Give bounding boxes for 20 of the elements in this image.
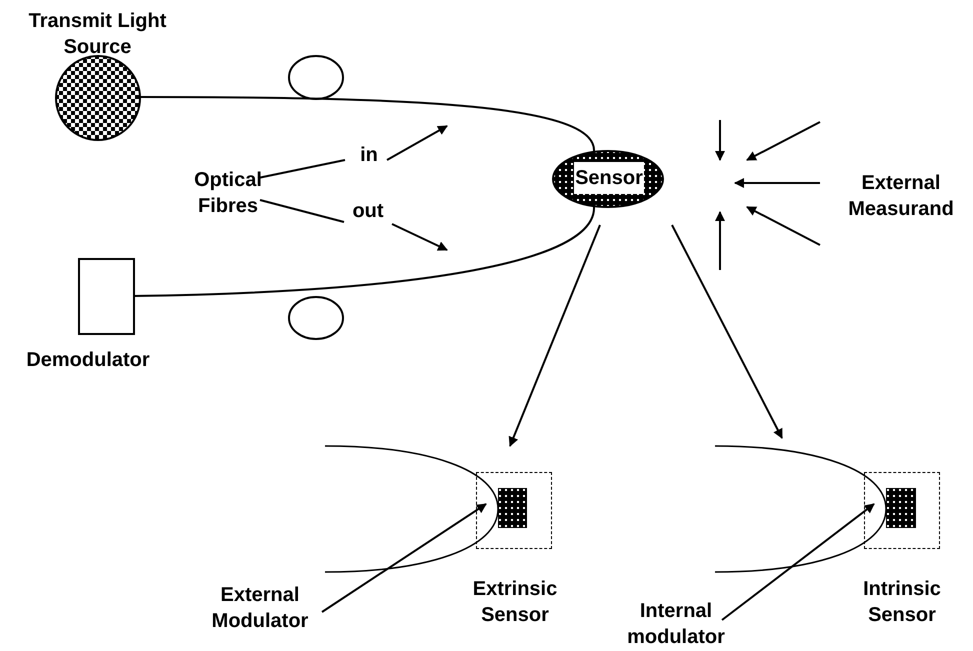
source-label: Transmit Light Source	[28, 9, 168, 60]
sensor-label: Sensor	[574, 162, 644, 194]
label-text: External Modulator	[198, 582, 322, 634]
demodulator-label: Demodulator	[25, 348, 151, 373]
sensor-type-label: Extrinsic Sensor	[472, 577, 558, 628]
label-text: in	[352, 142, 386, 168]
arrow	[321, 503, 487, 613]
arrow	[386, 125, 448, 161]
arrow	[671, 224, 783, 439]
label-text: Optical Fibres	[178, 167, 278, 219]
leader-line	[260, 199, 344, 223]
arrow	[508, 224, 601, 447]
label-text: External Measurand	[830, 170, 972, 222]
arrow	[392, 223, 448, 251]
leader-line	[258, 159, 346, 179]
optical-fibre	[140, 96, 595, 152]
label-text: Internal modulator	[606, 598, 746, 650]
sensor-type-label: Intrinsic Sensor	[862, 577, 942, 628]
arrow	[721, 503, 875, 621]
label-text: out	[344, 198, 392, 224]
